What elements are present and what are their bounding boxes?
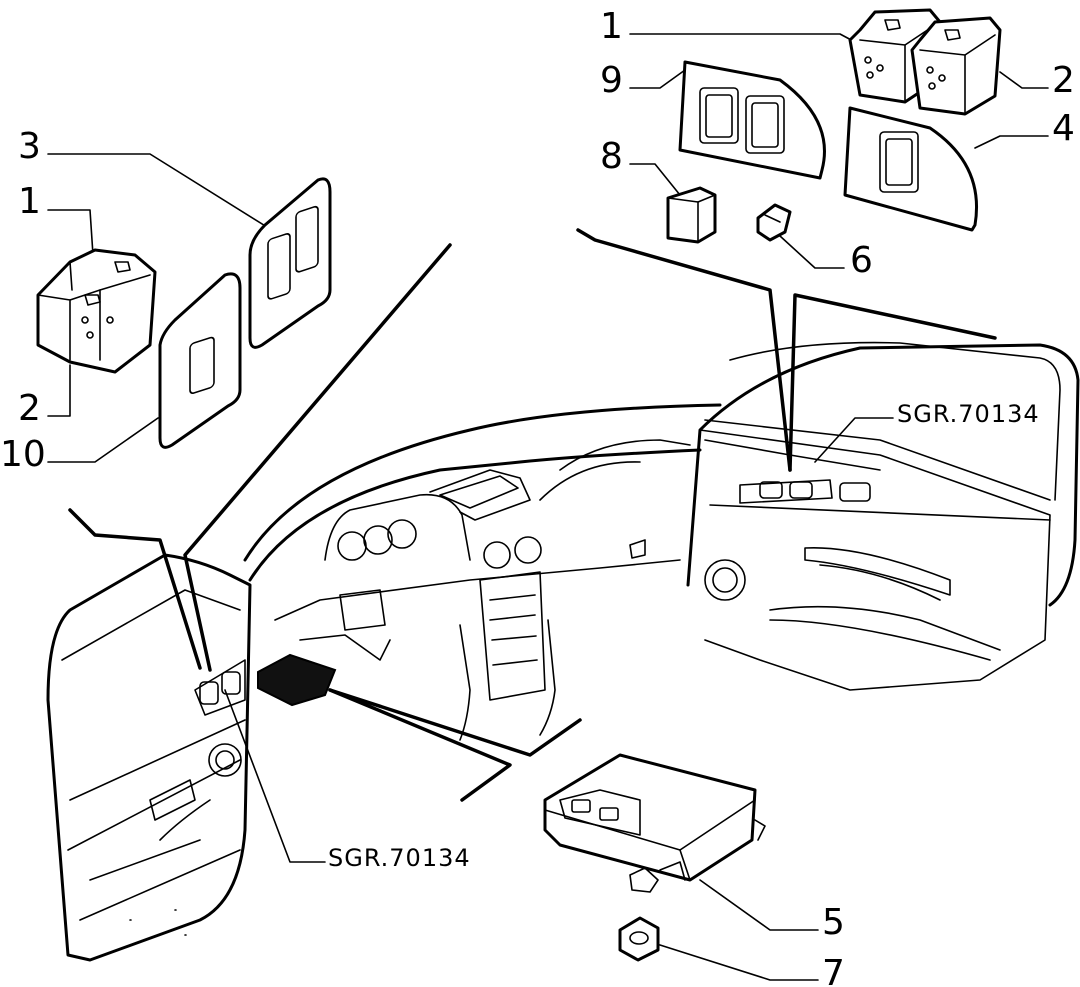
callout-3: 3 xyxy=(18,126,41,167)
callout-2-top: 2 xyxy=(1052,60,1075,101)
callout-7: 7 xyxy=(822,953,845,987)
switch-2-top xyxy=(910,16,1002,116)
clip-8 xyxy=(666,186,717,244)
callout-1-top: 1 xyxy=(600,6,623,47)
callout-8: 8 xyxy=(600,136,623,177)
bezel-9 xyxy=(678,60,826,180)
bezel-3 xyxy=(248,177,332,349)
switches-left xyxy=(36,248,157,374)
ground-dots xyxy=(129,909,187,936)
right-door xyxy=(686,341,1080,691)
callout-5: 5 xyxy=(822,902,845,943)
bezel-10 xyxy=(158,272,242,449)
dashboard xyxy=(243,403,722,741)
callout-1-left: 1 xyxy=(18,181,41,222)
control-unit-location xyxy=(257,653,337,707)
callout-9: 9 xyxy=(600,60,623,101)
callout-6: 6 xyxy=(850,240,873,281)
reference-code-right: SGR.70134 xyxy=(897,400,1040,428)
clip-6 xyxy=(756,203,792,242)
callout-10: 10 xyxy=(0,434,46,475)
control-unit-5 xyxy=(543,753,766,893)
left-door xyxy=(46,553,252,962)
connection-lines xyxy=(68,228,997,802)
callout-2-left: 2 xyxy=(18,388,41,429)
reference-code-left: SGR.70134 xyxy=(328,844,471,872)
bezel-4 xyxy=(843,106,978,232)
nut-7 xyxy=(618,916,660,962)
callout-4: 4 xyxy=(1052,108,1075,149)
